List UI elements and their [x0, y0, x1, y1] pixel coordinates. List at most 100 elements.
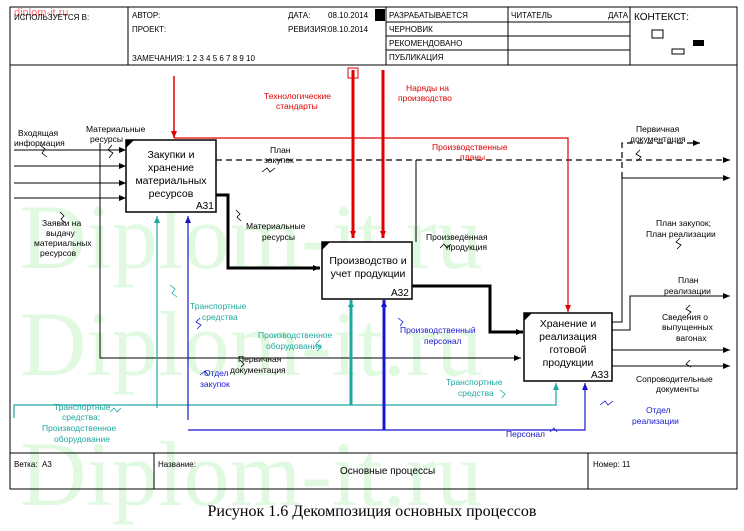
node-label: Ветка: [14, 460, 38, 469]
revision-value: 08.10.2014 [328, 25, 369, 34]
label-transport-2-1: Транспортные [446, 377, 503, 387]
box-a31-rect[interactable] [125, 139, 217, 213]
label-prod-equip-2: оборудование [266, 341, 322, 351]
label-requests-4: ресурсов [40, 248, 77, 258]
box-a31-line1: Закупки и [147, 149, 194, 161]
label-plan-realiz-2: реализации [664, 286, 711, 296]
reader-label: ЧИТАТЕЛЬ [511, 11, 552, 20]
label-primary-doc-out-1: Первичная [636, 124, 680, 134]
number-label: Номер: [593, 460, 620, 469]
label-produced-2: продукция [446, 242, 487, 252]
arrow-material-mid [216, 193, 320, 271]
status-marker [375, 9, 385, 21]
label-transport-2-2: средства [458, 388, 494, 398]
label-prod-plans-2: планы [460, 152, 485, 162]
notes-label: ЗАМЕЧАНИЯ: [132, 54, 184, 63]
box-a32-line2: учет продукции [331, 268, 406, 280]
context-label: КОНТЕКСТ: [634, 12, 689, 23]
box-a32-rect[interactable] [321, 241, 413, 300]
label-transport-equip-2: средства; [62, 412, 100, 422]
tunnel-marker [347, 67, 359, 79]
box-a31-id: А31 [196, 201, 214, 212]
watermark-layer: Diplom-it.ru Diplom-it.ru Diplom-it.ru [20, 186, 483, 525]
label-plan-realiz-1: План [678, 275, 699, 285]
label-shipped-2: выпущенных [662, 322, 714, 332]
squiggles [39, 144, 692, 368]
label-mat-res-in-1: Материальные [86, 124, 146, 134]
date-value: 08.10.2014 [328, 11, 369, 20]
squiggles-teal [109, 284, 506, 413]
status-recommended: РЕКОМЕНДОВАНО [389, 39, 462, 48]
label-primary-doc-mid-2: документация [230, 365, 286, 375]
status-draft: ЧЕРНОВИК [389, 25, 433, 34]
context-box-1 [651, 29, 664, 39]
squiggles-blue [195, 317, 614, 433]
arrow-staff-a33 [188, 383, 588, 431]
label-prod-staff-1: Производственный [400, 325, 476, 335]
label-requests-2: выдачу [46, 228, 76, 238]
label-prod-plans-1: Производственные [432, 142, 508, 152]
status-publication: ПУБЛИКАЦИЯ [389, 53, 444, 62]
box-a32-corner [322, 242, 330, 250]
label-shipped-3: вагонах [676, 333, 707, 343]
arrows-teal [13, 216, 559, 418]
watermark-big-1: Diplom-it.ru [20, 186, 483, 288]
label-plan-purchase-realiz-1: План закупок; [656, 218, 711, 228]
label-transport-equip-1: Транспортные [54, 402, 111, 412]
arrows-thick [216, 193, 523, 335]
label-transport-1-1: Транспортные [190, 301, 247, 311]
revision-label: РЕВИЗИЯ: [288, 25, 328, 34]
box-a33-line4: продукции [543, 357, 594, 369]
arrow-transport-a33 [13, 383, 559, 418]
label-tech-std-2: стандарты [276, 101, 318, 111]
watermark-big-3: Diplom-it.ru [20, 423, 483, 525]
arrow-plan-purchase-out [612, 175, 730, 323]
watermark-big-2: Diplom-it.ru [20, 293, 483, 395]
arrow-primary-doc-mid [99, 143, 521, 361]
box-a33-line3: готовой [550, 344, 587, 356]
box-a33-rect[interactable] [523, 312, 613, 382]
box-a33-id: А33 [591, 370, 609, 381]
label-input-info-2: информация [14, 138, 65, 148]
box-a31-line2: хранение [148, 162, 194, 174]
label-produced-1: Произведённая [426, 232, 488, 242]
label-tech-std-1: Технологические [264, 91, 331, 101]
diagram-frame [9, 6, 738, 490]
label-purchase-plan-1: План [270, 145, 291, 155]
box-a31-line4: ресурсов [149, 188, 194, 200]
box-a31[interactable]: Закупки и хранение материальных ресурсов… [125, 139, 217, 213]
arrows-black [14, 143, 730, 369]
date-label: ДАТА: [288, 11, 310, 20]
label-sales-dept-1: Отдел [646, 405, 671, 415]
title-label: Название: [158, 460, 196, 469]
box-a31-corner [126, 140, 134, 148]
arrow-labels: Входящая информация Материальные ресурсы… [14, 83, 716, 444]
arrows-blue [185, 216, 588, 431]
label-shipped-1: Сведения о [662, 312, 708, 322]
label-sales-dept-2: реализации [632, 416, 679, 426]
node-value: А3 [42, 460, 52, 469]
arrows-dashed [216, 140, 730, 178]
label-mat-res-in-2: ресурсы [90, 134, 123, 144]
figure-caption: Рисунок 1.6 Декомпозиция основных процес… [208, 503, 537, 520]
header-block [10, 7, 737, 66]
box-a31-line3: материальных [135, 175, 207, 187]
box-a32-id: А32 [391, 288, 409, 299]
arrows-red [171, 70, 571, 312]
box-a32[interactable]: Производство и учет продукции А32 [321, 241, 413, 300]
label-prod-staff-2: персонал [424, 336, 462, 346]
label-accompany-2: документы [656, 384, 699, 394]
label-purchase-dept-2: закупок [200, 379, 230, 389]
box-a33[interactable]: Хранение и реализация готовой продукции … [523, 312, 613, 382]
label-plan-purchase-realiz-2: План реализации [646, 229, 716, 239]
watermark-corner: diplom-it.ru [14, 7, 68, 19]
label-purchase-plan-2: закупок [264, 155, 294, 165]
project-label: ПРОЕКТ: [132, 25, 166, 34]
label-requests-1: Заявки на [42, 218, 82, 228]
label-purchase-dept-1: Отдел [204, 368, 229, 378]
label-orders-1: Наряды на [406, 83, 449, 93]
number-value: 11 [622, 460, 631, 469]
label-requests-3: материальных [34, 238, 92, 248]
label-mat-res-mid-1: Материальные [246, 221, 306, 231]
